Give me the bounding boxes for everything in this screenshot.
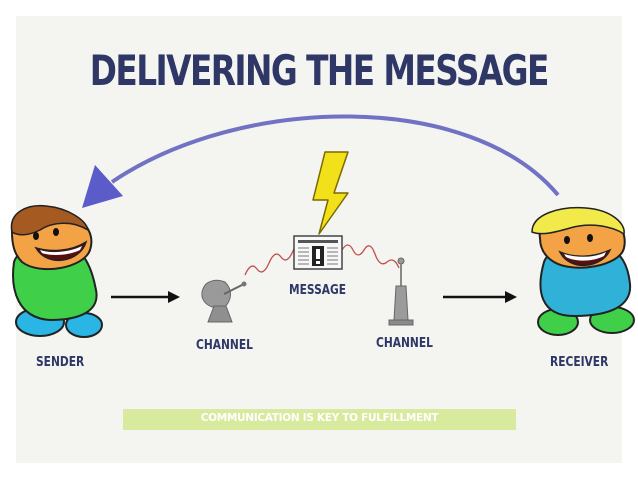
- sender-label: SENDER: [36, 355, 85, 370]
- page-title: DELIVERING THE MESSAGE: [89, 46, 550, 95]
- feedback-arrow: [82, 114, 560, 208]
- channel-right-label: CHANNEL: [376, 336, 433, 351]
- tagline-banner: COMMUNICATION IS KEY TO FULFILLMENT: [123, 409, 516, 430]
- tagline-text: COMMUNICATION IS KEY TO FULFILLMENT: [200, 412, 439, 424]
- arrow-channel-to-receiver: [443, 291, 517, 303]
- receiver-character: [531, 206, 635, 336]
- lightning-icon: [312, 151, 349, 235]
- receiver-label: RECEIVER: [550, 355, 609, 370]
- sender-character: [10, 204, 103, 338]
- antenna-tower-icon: [388, 257, 414, 326]
- channel-left-label: CHANNEL: [196, 338, 253, 353]
- satellite-dish-icon: [201, 279, 247, 323]
- arrow-sender-to-channel: [111, 291, 180, 303]
- signal-wave-right: [341, 244, 400, 269]
- message-label: MESSAGE: [289, 283, 347, 298]
- newspaper-icon: [293, 235, 343, 270]
